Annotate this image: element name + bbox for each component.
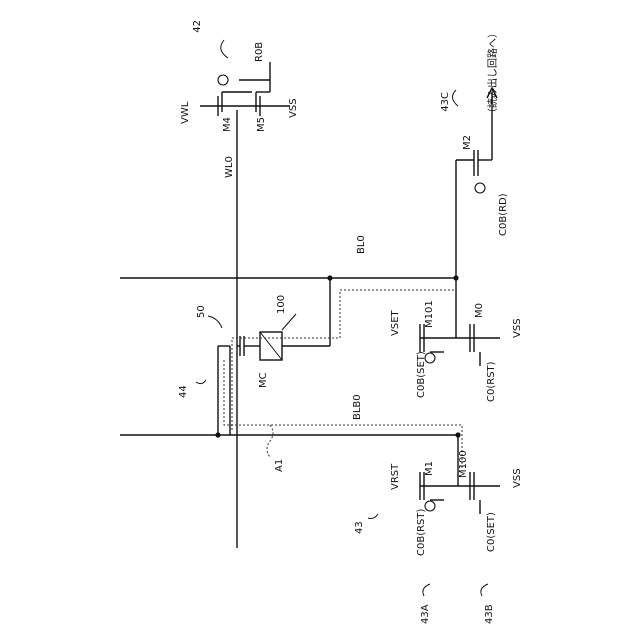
label-vss-mid: VSS <box>512 318 523 338</box>
label-ref-100: 100 <box>276 295 287 314</box>
label-ref-42: 42 <box>192 20 203 33</box>
label-m100: M100 <box>458 450 469 478</box>
label-bl0: BL0 <box>356 235 367 254</box>
label-vrst: VRST <box>390 463 401 490</box>
label-blb0: BLB0 <box>352 394 363 420</box>
label-vset: VSET <box>390 309 401 336</box>
label-ref-43b: 43B <box>484 604 495 624</box>
label-vwl: VWL <box>180 101 191 124</box>
label-ref-43a: 43A <box>420 604 431 624</box>
reference-arrows <box>196 40 488 596</box>
label-ref-43c: 43C <box>440 92 451 112</box>
label-c0-set: C0(SET) <box>486 512 497 552</box>
label-c0-rst: C0(RST) <box>486 361 497 402</box>
inverter-bubble <box>218 75 228 85</box>
label-rob: R0B <box>254 42 265 62</box>
label-m4: M4 <box>222 117 233 132</box>
label-vss-bot: VSS <box>512 468 523 488</box>
label-m2: M2 <box>462 135 473 150</box>
inverter-bubble <box>475 183 485 193</box>
label-c0b-set: C0B(SET) <box>416 351 427 398</box>
label-wl0: WL0 <box>224 156 235 178</box>
label-m0: M0 <box>474 303 485 318</box>
label-c0b-rst: C0B(RST) <box>416 508 427 556</box>
label-readout: （読み出し回路へ） <box>486 28 499 118</box>
diagram-labels: 42 43C （読み出し回路へ） R0B VWL M4 M5 VSS WL0 M… <box>178 20 523 624</box>
label-a1: A1 <box>274 459 285 472</box>
label-vss-top: VSS <box>288 98 299 118</box>
label-m101: M101 <box>424 300 435 328</box>
wordline-driver-42 <box>200 62 290 116</box>
label-ref-44: 44 <box>178 385 189 398</box>
memory-cell <box>218 278 330 435</box>
label-c0b-rd: C0B(RD) <box>498 193 509 236</box>
label-m1: M1 <box>424 461 435 476</box>
label-ref-50: 50 <box>196 305 207 318</box>
label-ref-43: 43 <box>354 521 365 534</box>
main-wires <box>120 110 458 548</box>
label-m5: M5 <box>256 117 267 132</box>
label-mc: MC <box>258 372 269 388</box>
